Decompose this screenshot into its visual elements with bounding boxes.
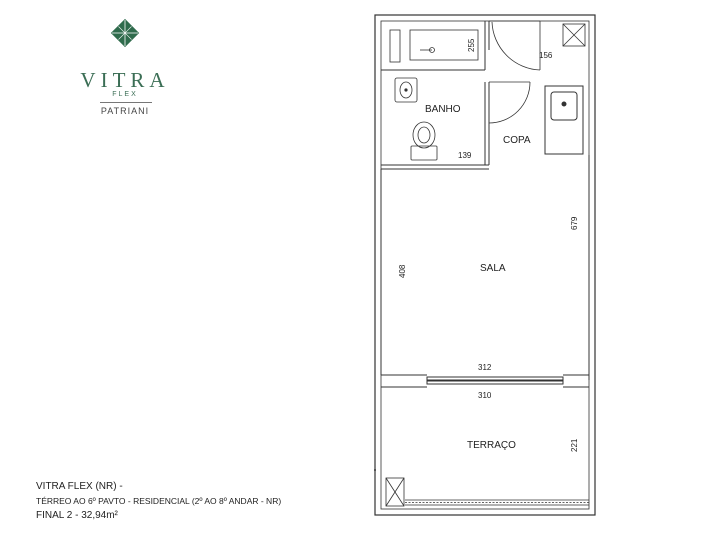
room-label-sala: SALA xyxy=(480,263,506,274)
bathroom-walls xyxy=(381,21,490,170)
dim-221: 221 xyxy=(570,438,579,452)
dim-310: 310 xyxy=(478,391,492,400)
dim-139: 139 xyxy=(458,151,472,160)
room-label-banho: BANHO xyxy=(425,104,461,115)
brand-logo: VITRA FLEX PATRIANI xyxy=(60,18,190,116)
diamond-leaf-icon xyxy=(110,18,140,48)
dim-156: 156 xyxy=(539,51,553,60)
caption-unit-area: FINAL 2 - 32,94m² xyxy=(36,510,118,521)
entry-door xyxy=(489,20,541,71)
shower xyxy=(389,29,479,63)
room-label-copa: COPA xyxy=(503,135,531,146)
brand-divider xyxy=(100,102,152,103)
caption-project: VITRA FLEX (NR) - xyxy=(36,481,123,492)
room-label-terraco: TERRAÇO xyxy=(467,440,516,451)
developer-name: PATRIANI xyxy=(100,106,150,116)
dim-408: 408 xyxy=(398,264,407,278)
dimension-markers xyxy=(374,469,376,471)
bathroom-sink xyxy=(394,77,418,103)
toilet xyxy=(410,121,438,161)
dim-255: 255 xyxy=(467,38,476,52)
caption-floors: TÉRREO AO 6º PAVTO - RESIDENCIAL (2º AO … xyxy=(36,496,282,506)
kitchen-counter xyxy=(544,85,584,155)
dim-679: 679 xyxy=(570,216,579,230)
living-room-walls xyxy=(380,155,590,380)
brand-name: VITRA xyxy=(80,68,170,92)
brand-sub: FLEX xyxy=(112,91,138,98)
dim-312: 312 xyxy=(478,363,492,372)
duct-shaft xyxy=(562,23,586,47)
sliding-door xyxy=(381,374,589,388)
bathroom-door xyxy=(488,81,531,124)
terrace-railing xyxy=(385,477,589,507)
